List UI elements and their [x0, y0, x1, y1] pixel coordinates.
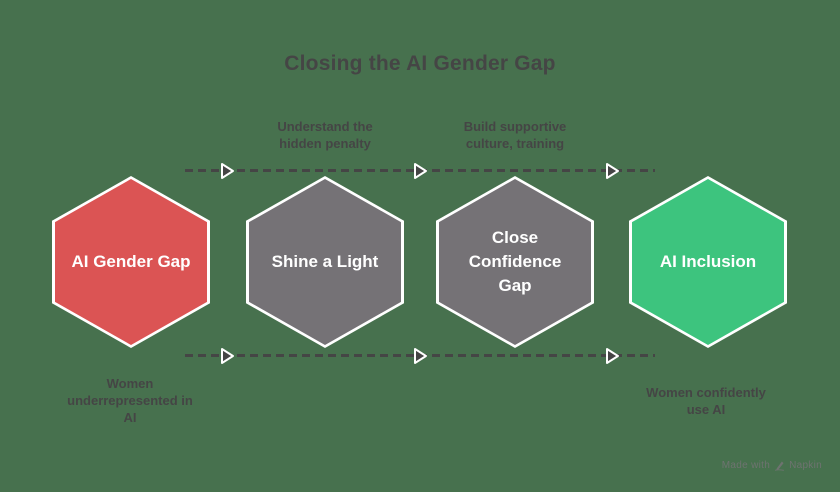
- hexagon-label: AI Gender Gap: [71, 252, 191, 271]
- pen-icon: [775, 461, 785, 471]
- note-line: AI: [123, 410, 137, 425]
- arrowhead-icon: [606, 163, 619, 179]
- made-with-napkin-watermark: Made with Napkin: [722, 460, 822, 471]
- note-line: Understand the: [277, 119, 373, 134]
- hexagon-label: AI Inclusion: [659, 252, 757, 271]
- note-understand-hidden-penalty: Understand the hidden penalty: [225, 118, 425, 152]
- hexagon-label: Shine a Light: [271, 252, 379, 271]
- note-line: Build supportive: [463, 119, 567, 134]
- note-line: Women confidently: [646, 385, 766, 400]
- arrowhead-icon: [414, 163, 427, 179]
- diagram-title: Closing the AI Gender Gap: [284, 52, 556, 75]
- note-line: underrepresented in: [67, 393, 193, 408]
- hexagon-fill: Close Confidence Gap: [439, 179, 591, 345]
- arrowhead-icon: [221, 348, 234, 364]
- hexagon-ai-inclusion: AI Inclusion: [629, 176, 787, 348]
- arrowhead-icon: [221, 163, 234, 179]
- note-line: culture, training: [465, 136, 565, 151]
- arrowhead-icon: [606, 348, 619, 364]
- note-women-confidently-use-ai: Women confidently use AI: [606, 384, 806, 418]
- hexagon-fill: AI Gender Gap: [55, 179, 207, 345]
- arrowhead-icon: [414, 348, 427, 364]
- note-build-supportive-culture: Build supportive culture, training: [415, 118, 615, 152]
- hexagon-ai-gender-gap: AI Gender Gap: [52, 176, 210, 348]
- hexagon-fill: Shine a Light: [249, 179, 401, 345]
- hexagon-label: Close Confidence Gap: [468, 228, 562, 295]
- hexagon-fill: AI Inclusion: [632, 179, 784, 345]
- note-line: Women: [106, 376, 154, 391]
- hexagon-close-confidence-gap: Close Confidence Gap: [436, 176, 594, 348]
- hexagon-shine-a-light: Shine a Light: [246, 176, 404, 348]
- note-line: hidden penalty: [279, 136, 371, 151]
- watermark-prefix: Made with: [721, 460, 771, 471]
- watermark-brand: Napkin: [789, 460, 822, 471]
- note-line: use AI: [686, 402, 726, 417]
- note-women-underrepresented: Women underrepresented in AI: [30, 375, 230, 426]
